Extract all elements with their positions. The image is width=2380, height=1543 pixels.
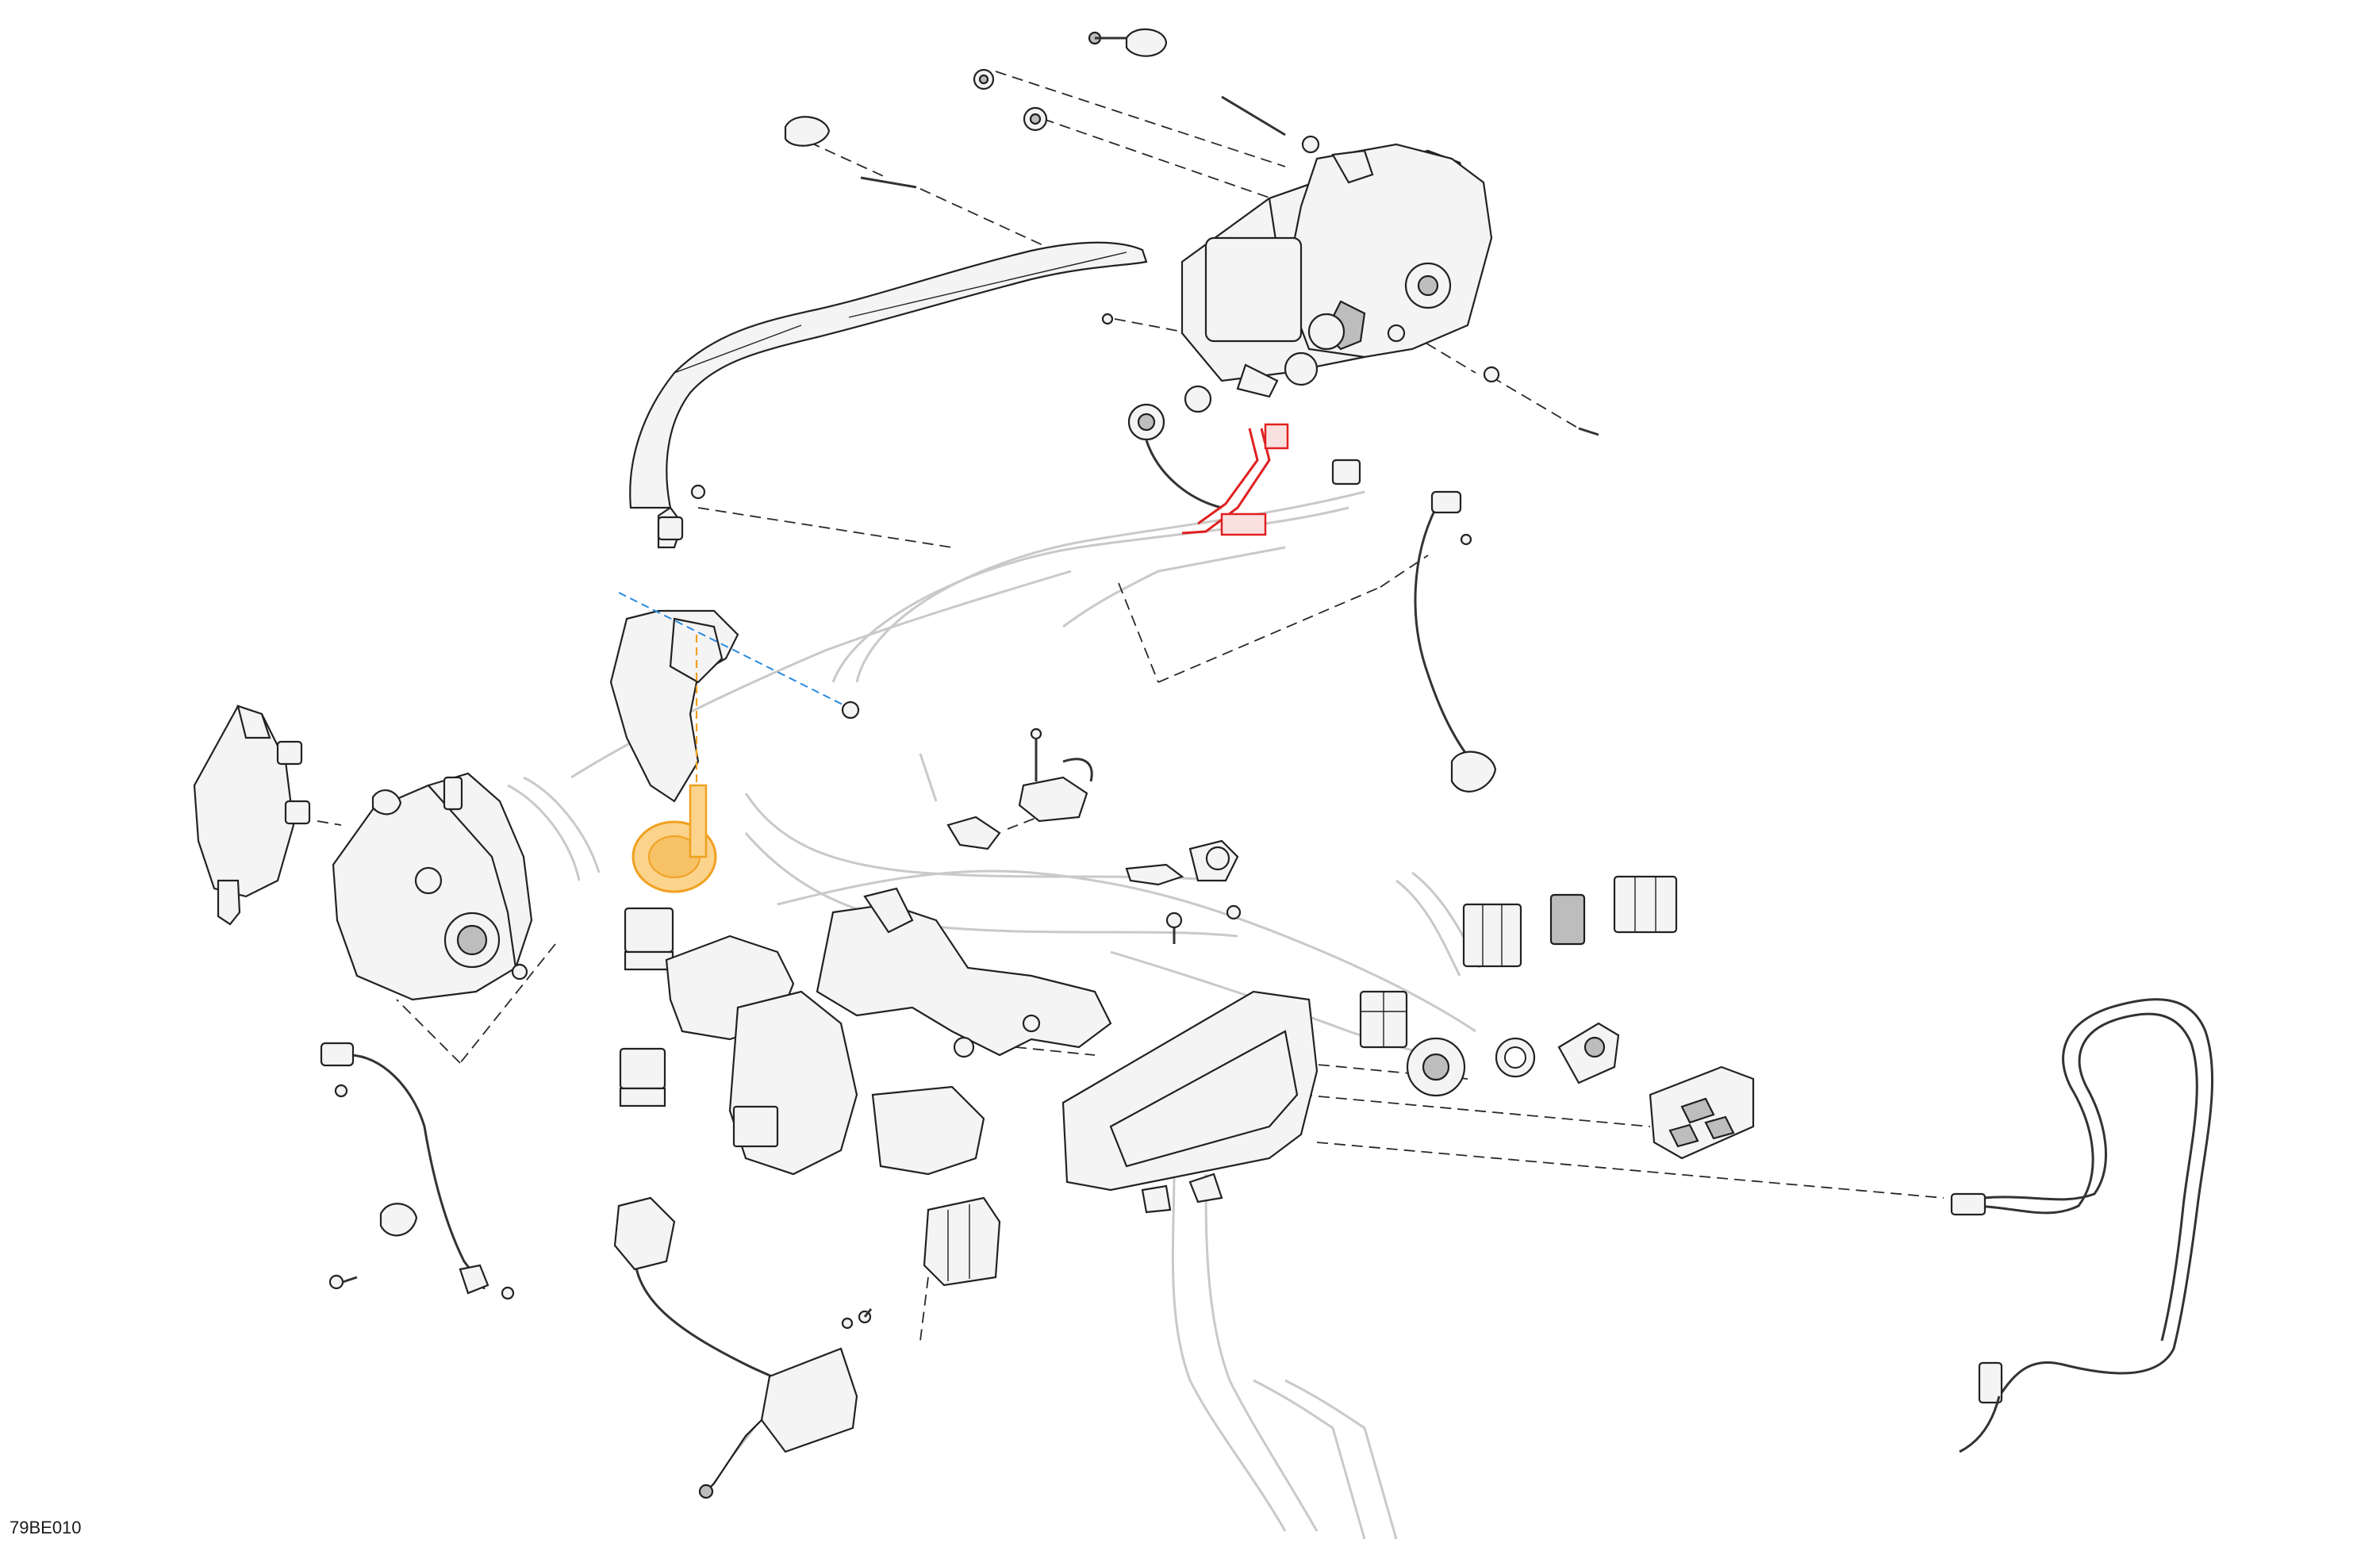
- assembly-dash-lines: [317, 71, 1944, 1341]
- bezel-211: [1495, 1037, 1536, 1078]
- horn-1580: [631, 635, 717, 893]
- keypad-200: [1649, 1065, 1755, 1160]
- switch-170: [1613, 875, 1678, 934]
- sensor-cable-1684: [1414, 490, 1497, 793]
- headlight-700: [332, 772, 533, 1001]
- horn-bracket-1585: [609, 592, 860, 803]
- headlight-housing-710: [1180, 143, 1493, 398]
- sensor-group-350-360: [1127, 385, 1361, 536]
- fasteners-top: [784, 28, 1599, 436]
- screws-306-321: [1165, 904, 1242, 944]
- throttle-control-1500: [613, 1196, 873, 1499]
- headlight-705: [193, 704, 311, 926]
- bracket-1664: [946, 816, 1001, 850]
- front-handle-711: [629, 241, 1148, 549]
- instrument-cluster-600: [1061, 990, 1319, 1214]
- module-1660: [1018, 727, 1093, 823]
- switch-150: [1359, 990, 1408, 1049]
- key-switch-210: [1406, 1037, 1466, 1097]
- harness-320: [1950, 998, 2214, 1453]
- drawing-code: 79BE010: [10, 1518, 82, 1537]
- socket-1100: [1125, 839, 1239, 886]
- sensor-cable-1680: [320, 1042, 515, 1300]
- switch-blank-165: [1549, 893, 1586, 946]
- socket-212: [1557, 1022, 1620, 1084]
- mount-frame-250: [728, 887, 1112, 1176]
- switch-110: [923, 1196, 1001, 1287]
- switch-160: [1462, 903, 1522, 968]
